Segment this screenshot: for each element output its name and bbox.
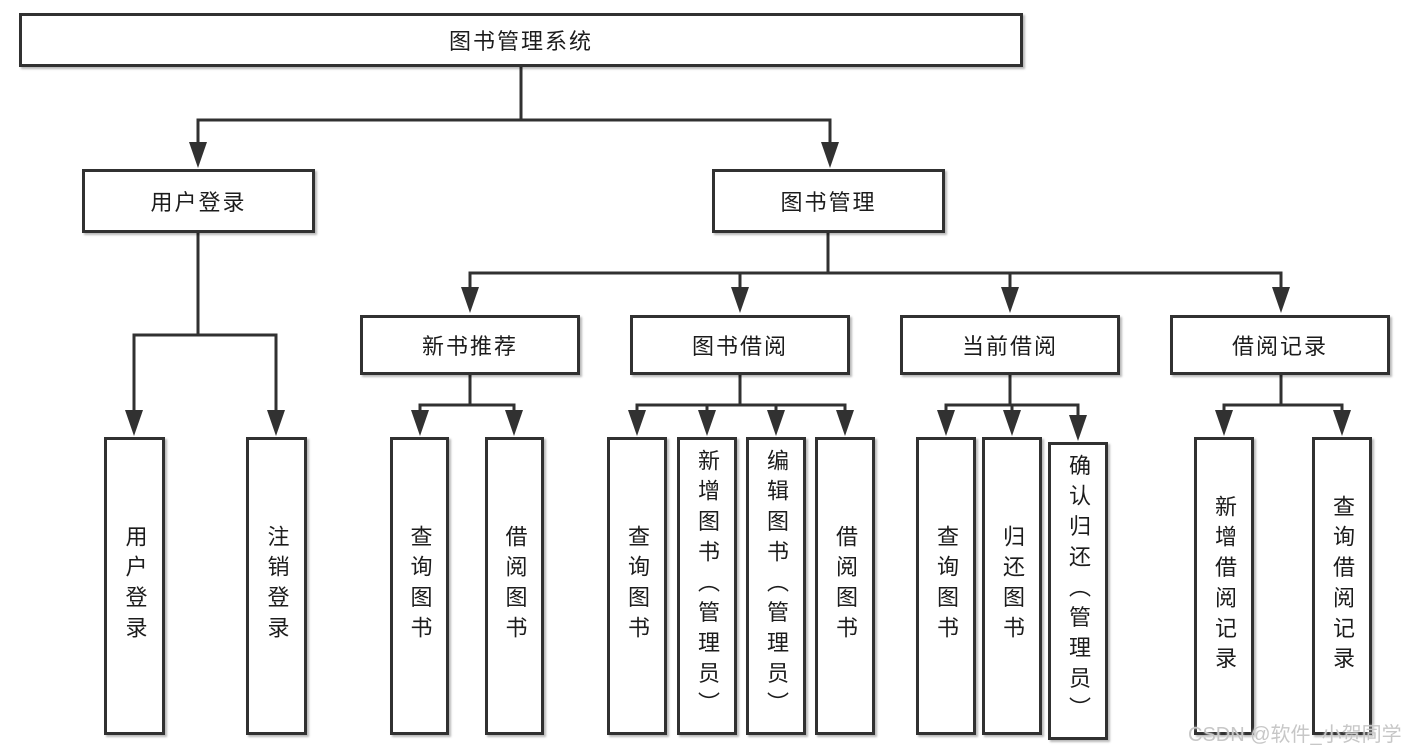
node-book-borrow: 图书借阅 (630, 315, 850, 375)
arrow-down-icon (1003, 410, 1021, 436)
leaf-query-books-recommend: 查询图书 (390, 437, 449, 735)
arrow-down-icon (1272, 287, 1290, 313)
arrow-down-icon (505, 410, 523, 436)
connector-userlogin-bar (132, 333, 278, 412)
arrow-down-icon (411, 410, 429, 436)
arrow-down-icon (189, 142, 207, 168)
arrow-down-icon (461, 287, 479, 313)
node-book-borrow-label: 图书借阅 (691, 334, 788, 359)
arrow-down-icon (937, 410, 955, 436)
arrow-down-icon (698, 410, 716, 436)
leaf-user-login-label: 用户登录 (122, 525, 148, 647)
arrow-down-icon (267, 410, 285, 436)
arrow-down-icon (731, 287, 749, 313)
leaf-borrow-books-recommend-label: 借阅图书 (502, 525, 528, 647)
csdn-watermark: CSDN @软件_小贺同学 (1188, 724, 1402, 746)
node-book-management-label: 图书管理 (780, 190, 877, 215)
leaf-logout: 注销登录 (246, 437, 307, 735)
leaf-edit-book-admin-label: 编辑图书（管理员） (764, 449, 789, 723)
leaf-add-book-admin-label: 新增图书（管理员） (695, 449, 720, 723)
node-borrow-records-label: 借阅记录 (1231, 334, 1328, 359)
leaf-confirm-return-admin-label: 确认归还（管理员） (1066, 454, 1091, 728)
node-current-borrow-label: 当前借阅 (961, 334, 1058, 359)
leaf-return-books: 归还图书 (982, 437, 1042, 735)
arrow-down-icon (1001, 287, 1019, 313)
leaf-add-borrow-record: 新增借阅记录 (1194, 437, 1254, 735)
leaf-query-borrow-record-label: 查询借阅记录 (1330, 494, 1355, 678)
node-new-book-recommend: 新书推荐 (360, 315, 580, 375)
leaf-logout-label: 注销登录 (264, 525, 290, 647)
arrow-down-icon (1215, 410, 1233, 436)
leaf-edit-book-admin: 编辑图书（管理员） (746, 437, 806, 735)
node-borrow-records: 借阅记录 (1170, 315, 1390, 375)
leaf-borrow-books-2: 借阅图书 (815, 437, 875, 735)
arrow-down-icon (821, 142, 839, 168)
arrow-down-icon (1069, 415, 1087, 441)
connector-borrow-bar (635, 403, 847, 412)
connector-records-bar (1222, 403, 1344, 412)
leaf-borrow-books-2-label: 借阅图书 (833, 525, 858, 647)
connector-root-bar (196, 118, 832, 143)
arrow-down-icon (767, 410, 785, 436)
arrowheads (125, 142, 1351, 441)
leaf-query-books-recommend-label: 查询图书 (407, 525, 433, 647)
leaf-confirm-return-admin: 确认归还（管理员） (1048, 442, 1108, 740)
leaf-query-books-borrow-label: 查询图书 (625, 525, 650, 647)
arrow-down-icon (836, 410, 854, 436)
leaf-query-books-current: 查询图书 (916, 437, 976, 735)
node-root-label: 图书管理系统 (448, 29, 593, 54)
leaf-return-books-label: 归还图书 (1000, 525, 1025, 647)
node-current-borrow: 当前借阅 (900, 315, 1120, 375)
leaf-query-books-current-label: 查询图书 (934, 525, 959, 647)
leaf-query-borrow-record: 查询借阅记录 (1312, 437, 1372, 735)
node-root: 图书管理系统 (19, 13, 1023, 67)
leaf-query-books-borrow: 查询图书 (607, 437, 667, 735)
leaf-add-book-admin: 新增图书（管理员） (677, 437, 737, 735)
node-book-management: 图书管理 (712, 169, 945, 233)
connector-bookmgmt-bar (468, 271, 1283, 289)
node-user-login: 用户登录 (82, 169, 315, 233)
node-user-login-label: 用户登录 (150, 190, 247, 215)
leaf-add-borrow-record-label: 新增借阅记录 (1212, 494, 1237, 678)
arrow-down-icon (628, 410, 646, 436)
leaf-user-login: 用户登录 (104, 437, 165, 735)
leaf-borrow-books-recommend: 借阅图书 (485, 437, 544, 735)
arrow-down-icon (1333, 410, 1351, 436)
connector-newbook-bar (418, 403, 516, 412)
node-new-book-recommend-label: 新书推荐 (421, 334, 518, 359)
arrow-down-icon (125, 410, 143, 436)
